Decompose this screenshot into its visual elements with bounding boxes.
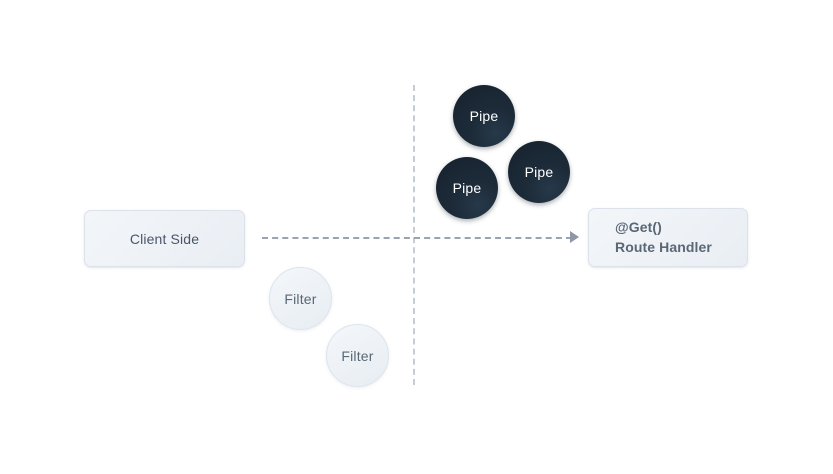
request-flow-dashed-arrow [262,237,572,239]
pipe-node-right: Pipe [508,141,570,203]
filter-node-lower-label: Filter [341,347,374,364]
route-handler-decorator-label: @Get() [615,219,662,236]
filter-node-upper: Filter [269,267,332,330]
arrowhead-icon [570,231,579,243]
route-handler-title-label: Route Handler [615,238,712,255]
pipe-node-top-label: Pipe [469,108,499,124]
pipe-node-top: Pipe [453,85,515,147]
pipe-node-left: Pipe [436,157,498,219]
route-handler-lines: @Get() Route Handler [615,218,712,257]
filter-node-upper-label: Filter [284,290,317,307]
filter-node-lower: Filter [326,324,389,387]
pipe-node-right-label: Pipe [524,164,554,180]
client-side-label: Client Side [129,230,200,247]
route-handler-box: @Get() Route Handler [588,208,748,267]
pipe-node-left-label: Pipe [452,180,482,196]
vertical-dashed-divider [413,85,415,385]
client-side-box: Client Side [84,210,245,267]
